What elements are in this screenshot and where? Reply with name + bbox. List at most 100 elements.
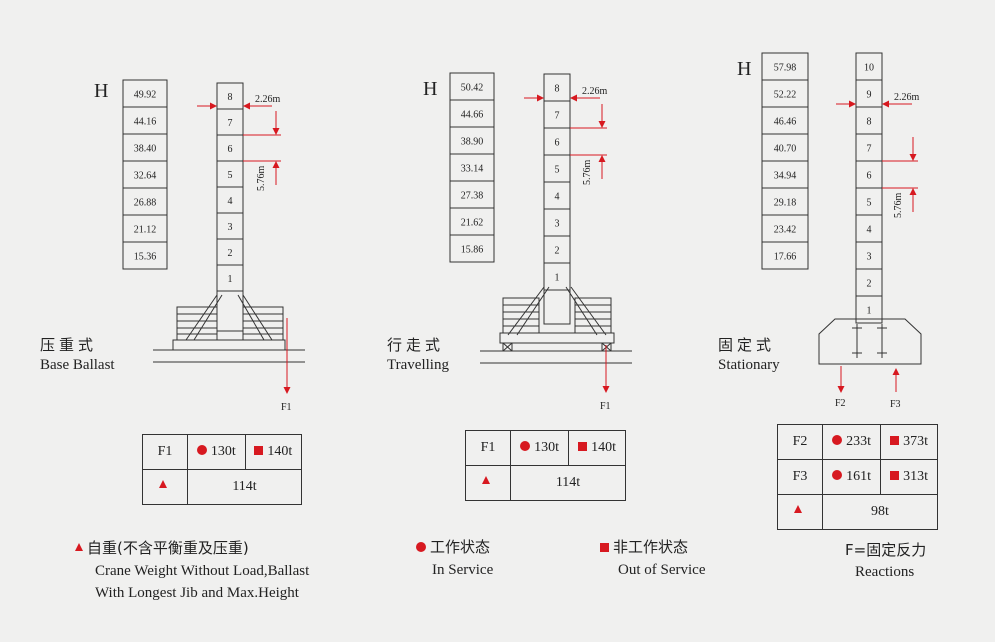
title-cn-1: 压重式	[40, 336, 98, 354]
legend-reactions: F=固定反力 Reactions	[845, 539, 926, 583]
height-value: 33.14	[461, 164, 484, 175]
ballast-base-1	[153, 294, 305, 363]
jib-dimension-label: 2.26m	[894, 92, 920, 103]
row-label: F1	[142, 434, 188, 470]
square-icon	[254, 446, 264, 455]
in-service-en: In Service	[432, 562, 494, 578]
jib-dimension-label: 2.26m	[582, 86, 608, 97]
height-value: 40.70	[774, 144, 797, 155]
height-value: 21.62	[461, 218, 484, 229]
height-value: 34.94	[774, 171, 797, 182]
out-service-value: 140t	[267, 444, 293, 459]
height-value: 15.86	[461, 245, 484, 256]
section-dimension-label: 5.76m	[893, 193, 904, 219]
legend-in-service: 工作状态 In Service	[416, 536, 493, 581]
weight-value: 114t	[510, 465, 626, 501]
section-number: 4	[228, 196, 233, 207]
in-service-cell: 161t	[821, 459, 882, 495]
force-label-f2: F2	[835, 398, 846, 409]
weight-icon-cell	[777, 494, 823, 530]
title-en-2: Travelling	[387, 357, 449, 373]
section-number: 1	[867, 306, 872, 317]
title-en-3: Stationary	[718, 357, 780, 373]
triangle-icon	[75, 543, 83, 551]
table-row: F3 161t 313t	[777, 459, 938, 495]
section-number: 2	[228, 248, 233, 259]
height-value: 38.40	[134, 144, 157, 155]
section-number: 7	[867, 144, 872, 155]
height-value: 52.22	[774, 90, 797, 101]
force-label-f1-b: F1	[600, 401, 611, 412]
in-service-cell: 130t	[187, 434, 246, 470]
out-service-cell: 313t	[880, 459, 938, 495]
crane-stationary: H 57.9852.2246.4640.7034.9429.1823.4217.…	[737, 52, 922, 410]
section-number: 3	[555, 219, 560, 230]
table-row: 98t	[777, 494, 938, 530]
height-value: 57.98	[774, 63, 797, 74]
weight-value: 98t	[822, 494, 938, 530]
in-service-cn: 工作状态	[430, 538, 491, 556]
weight-cn: 自重(不含平衡重及压重)	[87, 539, 249, 557]
circle-icon	[832, 470, 843, 480]
out-service-cell: 140t	[568, 430, 626, 466]
weight-en-1: Crane Weight Without Load,Ballast	[95, 563, 310, 579]
section-number: 9	[867, 90, 872, 101]
table-row: F2 233t 373t	[777, 424, 938, 460]
section-number: 2	[555, 246, 560, 257]
section-number: 7	[228, 118, 233, 129]
row-label: F2	[777, 424, 823, 460]
weight-value: 114t	[187, 469, 302, 505]
out-service-value: 140t	[591, 440, 616, 455]
in-service-cell: 233t	[821, 424, 882, 460]
section-number: 5	[228, 170, 233, 181]
section-number: 7	[555, 111, 560, 122]
circle-icon	[832, 435, 843, 445]
height-value: 15.36	[134, 252, 157, 263]
section-number: 10	[864, 63, 874, 74]
height-value: 17.66	[774, 252, 797, 263]
row-label: F1	[465, 430, 511, 466]
section-number: 8	[228, 92, 233, 103]
weight-icon-cell	[142, 469, 188, 505]
height-cell	[449, 234, 495, 263]
out-service-cell: 373t	[880, 424, 938, 460]
square-icon	[890, 436, 900, 445]
reaction-table-2: F1 130t 140t 114t	[465, 430, 626, 501]
table-row: F1 130t 140t	[465, 430, 626, 466]
in-service-value: 130t	[210, 444, 236, 459]
reaction-table-3: F2 233t 373t F3 161t 313t 98t	[777, 424, 938, 530]
title-cn-2: 行走式	[387, 336, 445, 354]
square-icon	[890, 471, 900, 480]
square-icon	[578, 442, 588, 451]
title-cn-3: 固定式	[718, 336, 776, 354]
section-number: 1	[555, 273, 560, 284]
jib-dimension-label: 2.26m	[255, 94, 281, 105]
triangle-icon	[794, 505, 802, 513]
table-row: F1 130t 140t	[142, 434, 303, 470]
height-value: 27.38	[461, 191, 484, 202]
title-base-ballast: 压重式 Base Ballast	[40, 335, 115, 375]
section-number: 2	[867, 279, 872, 290]
title-en-1: Base Ballast	[40, 357, 115, 373]
out-service-cell: 140t	[244, 434, 303, 470]
row-label: F3	[777, 459, 823, 495]
force-label-f1-a: F1	[281, 402, 292, 413]
height-value: 29.18	[774, 198, 797, 209]
table-row: 114t	[465, 465, 626, 501]
section-number: 3	[867, 252, 872, 263]
out-service-cn: 非工作状态	[613, 538, 689, 556]
legend-weight: 自重(不含平衡重及压重) Crane Weight Without Load,B…	[75, 537, 309, 604]
fixed-foundation-3	[818, 318, 922, 365]
section-number: 8	[555, 84, 560, 95]
in-service-cell: 130t	[509, 430, 570, 466]
height-cell	[122, 241, 168, 270]
section-number: 6	[867, 171, 872, 182]
circle-icon	[416, 542, 426, 552]
out-service-value: 373t	[903, 434, 928, 449]
